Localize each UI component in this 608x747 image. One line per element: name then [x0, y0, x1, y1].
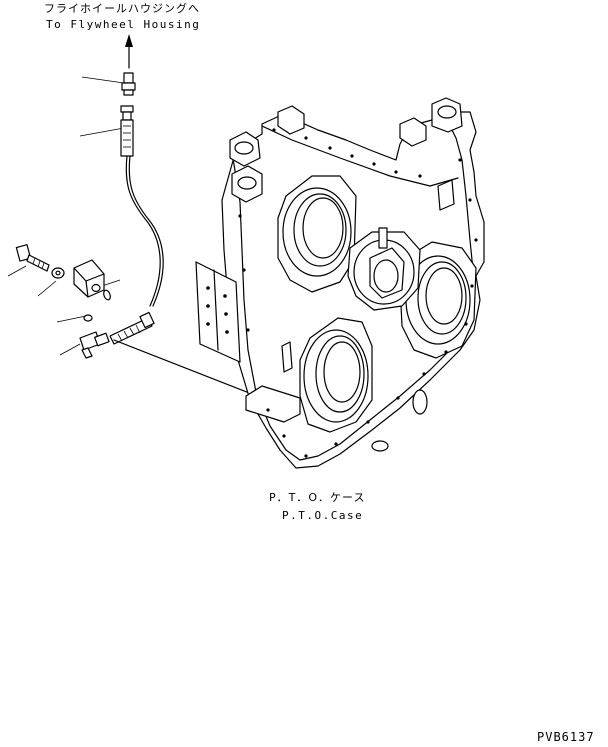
nipple-fitting — [121, 72, 136, 96]
flow-direction-arrow — [125, 34, 133, 69]
drawing-code: PVB6137 — [537, 730, 595, 744]
hose-assembly — [120, 105, 164, 307]
bore-lower — [299, 317, 373, 433]
pto-case — [195, 97, 485, 469]
o-ring — [83, 289, 111, 322]
destination-label-en: To Flywheel Housing — [46, 18, 201, 31]
case-label-en: P.T.O.Case — [282, 509, 364, 522]
connector-tube — [109, 311, 155, 345]
block-connector — [73, 259, 105, 298]
bolt — [15, 244, 50, 272]
elbow-fitting — [79, 331, 110, 359]
bore-upper-left — [277, 175, 357, 293]
bore-middle — [347, 227, 421, 311]
hose-routing-line — [113, 339, 263, 399]
case-label-jp: P．T．O．ケース — [269, 491, 366, 504]
destination-label-jp: フライホイールハウジングへ — [44, 2, 200, 15]
leader-lines — [7, 76, 125, 356]
washer — [51, 267, 65, 279]
